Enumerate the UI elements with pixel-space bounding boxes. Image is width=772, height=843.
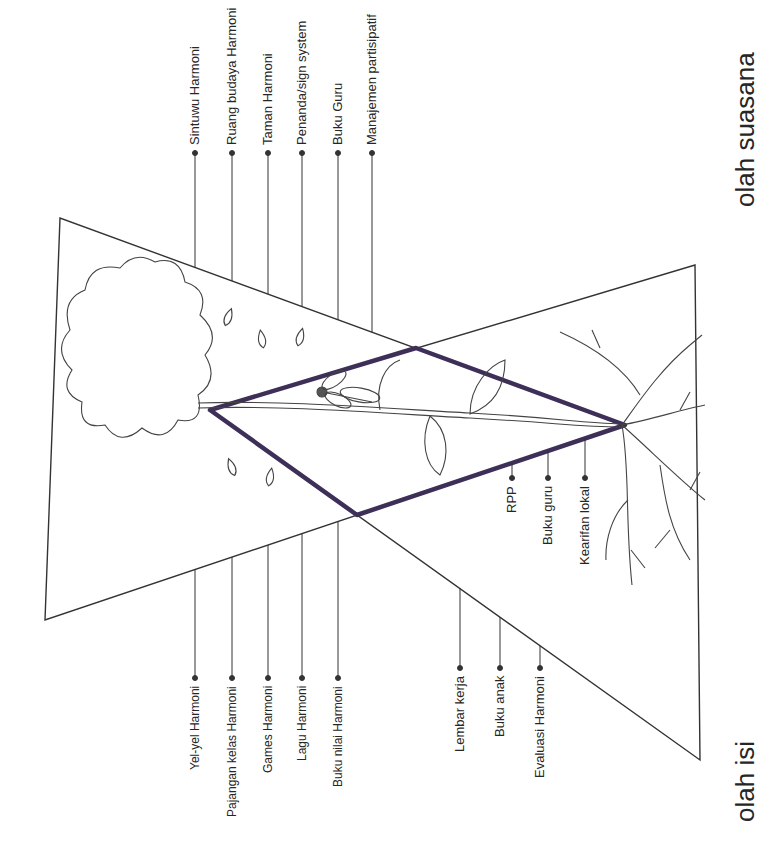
leader-label: Buku guru (540, 486, 556, 545)
olah-isi-triangle (210, 265, 700, 760)
leaf-stalk (379, 360, 400, 410)
tree-stem (198, 407, 622, 427)
leaf (470, 360, 505, 414)
falling-drops (222, 307, 306, 486)
drop (225, 457, 238, 476)
roots (560, 330, 705, 585)
drop (222, 307, 235, 326)
insect-wing (339, 385, 381, 406)
leader-label: Buku nilai Harmoni (331, 686, 345, 787)
leader-label: Lagu Harmoni (295, 686, 309, 761)
leader-label: Manajemen partisipatif (364, 14, 380, 145)
tree-stem (198, 402, 622, 424)
drop (265, 468, 275, 487)
insect-wing (323, 389, 353, 412)
leader-label: Evaluasi Harmoni (532, 676, 548, 778)
leader-label: Pajangan kelas Harmoni (225, 686, 239, 817)
leaf (425, 416, 446, 475)
leader-label: Games Harmoni (261, 686, 275, 773)
tree-drawing (61, 257, 705, 585)
tree-canopy (61, 257, 212, 437)
section-title: olah suasana (730, 52, 761, 207)
insect-tail (327, 393, 372, 402)
leader-label: Penanda/sign system (294, 21, 310, 145)
olah-suasana-triangle (45, 218, 625, 620)
leader-label: Buku Guru (330, 83, 346, 145)
leader-label: Lembar kerja (452, 676, 468, 752)
overlap-diamond (210, 348, 625, 515)
leader-label: Ruang budaya Harmoni (224, 8, 240, 145)
leader-label: Kearifan lokal (577, 486, 593, 565)
leader-label: Yel-yel Harmoni (188, 686, 202, 770)
drop (257, 330, 267, 349)
leader-label: Sintuwu Harmoni (187, 46, 203, 145)
leader-label: Taman Harmoni (260, 53, 276, 145)
insect-wing (319, 367, 349, 393)
section-title: olah isi (730, 741, 761, 822)
leaves (379, 360, 505, 475)
leader-label: RPP (504, 486, 520, 513)
leader-label: Buku anak (492, 676, 508, 737)
leader-lines (193, 151, 588, 681)
drop (295, 327, 306, 346)
insect (317, 367, 381, 411)
